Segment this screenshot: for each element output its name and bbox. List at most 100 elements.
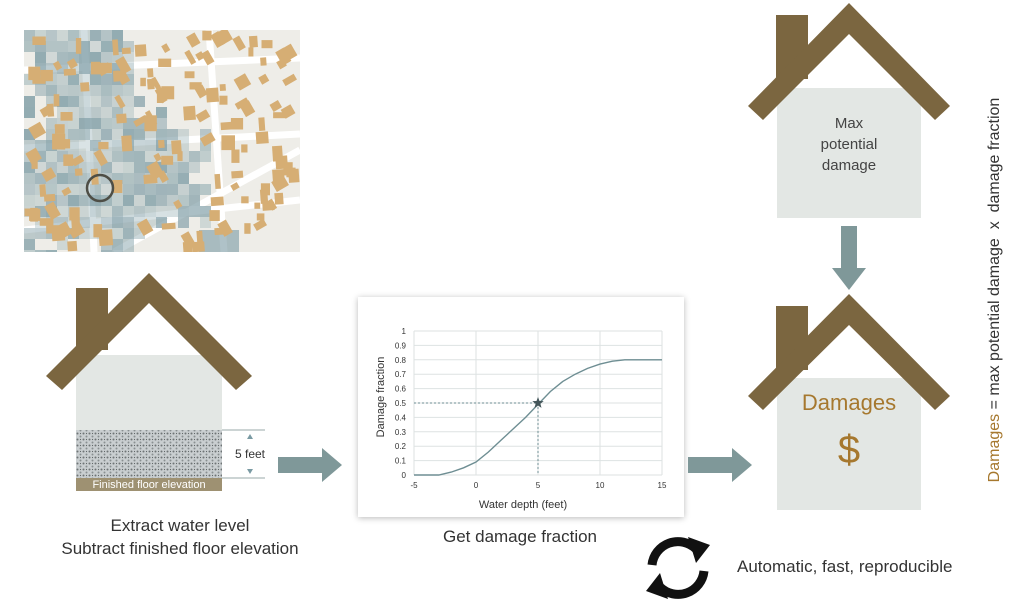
building	[219, 83, 226, 91]
flood-cell	[79, 173, 90, 184]
building	[220, 121, 234, 131]
building	[231, 170, 244, 179]
flood-cell	[112, 85, 123, 96]
flood-cell	[35, 206, 46, 217]
refresh-caption: Automatic, fast, reproducible	[737, 557, 953, 576]
flood-cell	[46, 63, 57, 74]
building	[71, 215, 81, 229]
flood-cell	[123, 184, 134, 195]
flood-cell	[79, 107, 90, 118]
roof	[46, 273, 252, 390]
building	[93, 149, 108, 167]
flood-cell	[200, 206, 211, 217]
flood-cell	[24, 173, 35, 184]
building	[272, 145, 284, 162]
x-tick-label: 10	[596, 481, 605, 490]
building	[136, 218, 154, 237]
building	[161, 43, 171, 54]
building	[134, 44, 147, 57]
y-tick-label: 0.6	[395, 385, 407, 394]
flood-cell	[57, 85, 68, 96]
flood-cell	[200, 217, 211, 228]
flood-cell	[57, 151, 68, 162]
building	[158, 139, 165, 149]
flood-cell	[90, 85, 101, 96]
map-graphic	[24, 30, 300, 252]
flood-cell	[123, 151, 134, 162]
flood-cell	[101, 162, 112, 173]
flood-cell	[167, 162, 178, 173]
building	[98, 141, 109, 150]
flood-cell	[46, 250, 57, 252]
building	[161, 222, 176, 230]
flood-cell	[156, 195, 167, 206]
flood-cell	[24, 30, 35, 41]
flood-cell	[101, 107, 112, 118]
flood-cell	[79, 118, 90, 129]
flood-cell	[79, 195, 90, 206]
building	[61, 186, 72, 197]
flood-cell	[57, 184, 68, 195]
flood-cell	[68, 140, 79, 151]
building	[41, 167, 57, 183]
building	[214, 173, 221, 189]
flood-cell	[35, 173, 46, 184]
flood-cell	[189, 195, 200, 206]
building	[195, 109, 211, 123]
building	[266, 198, 278, 211]
flood-cell	[90, 217, 101, 228]
flood-cell	[79, 63, 90, 74]
flood-cell	[68, 85, 79, 96]
flood-cell	[101, 118, 112, 129]
building	[75, 38, 82, 54]
flood-cell	[101, 184, 112, 195]
building	[161, 155, 174, 165]
flood-cell	[112, 129, 123, 140]
y-tick-label: 0.9	[395, 341, 407, 350]
flood-cell	[24, 129, 35, 140]
flood-cell	[24, 239, 35, 250]
building	[68, 223, 86, 239]
building	[255, 131, 269, 144]
house-body	[777, 378, 921, 510]
building	[209, 210, 220, 221]
building	[260, 183, 270, 196]
x-axis-label: Water depth (feet)	[479, 499, 567, 511]
flood-cell	[123, 173, 134, 184]
building	[232, 35, 246, 52]
building	[43, 193, 56, 202]
flood-cell	[57, 96, 68, 107]
building	[194, 84, 208, 99]
y-tick-label: 0.2	[395, 442, 407, 451]
flood-cell	[68, 195, 79, 206]
flood-cell	[134, 206, 145, 217]
flood-cell	[46, 85, 57, 96]
building	[219, 95, 228, 105]
flood-cell	[68, 41, 79, 52]
building	[25, 147, 42, 165]
roof	[748, 3, 950, 120]
flood-cell	[68, 30, 79, 41]
building	[286, 167, 296, 178]
flood-cell	[145, 140, 156, 151]
building	[39, 218, 54, 226]
flood-cell	[79, 151, 90, 162]
flood-cell	[145, 129, 156, 140]
building	[253, 218, 268, 232]
arrow-to-damages	[688, 448, 752, 482]
building	[202, 30, 212, 41]
floor-label: Finished floor elevation	[92, 479, 205, 491]
flood-cell	[101, 41, 112, 52]
building	[241, 196, 249, 204]
building	[254, 202, 261, 209]
building	[258, 117, 266, 131]
flood-cell	[35, 195, 46, 206]
flood-cell	[79, 184, 90, 195]
building	[189, 82, 202, 90]
flood-cell	[134, 162, 145, 173]
flood-cell	[90, 41, 101, 52]
building	[210, 196, 224, 207]
flood-cell	[167, 195, 178, 206]
arrow-to-chart	[278, 448, 342, 482]
